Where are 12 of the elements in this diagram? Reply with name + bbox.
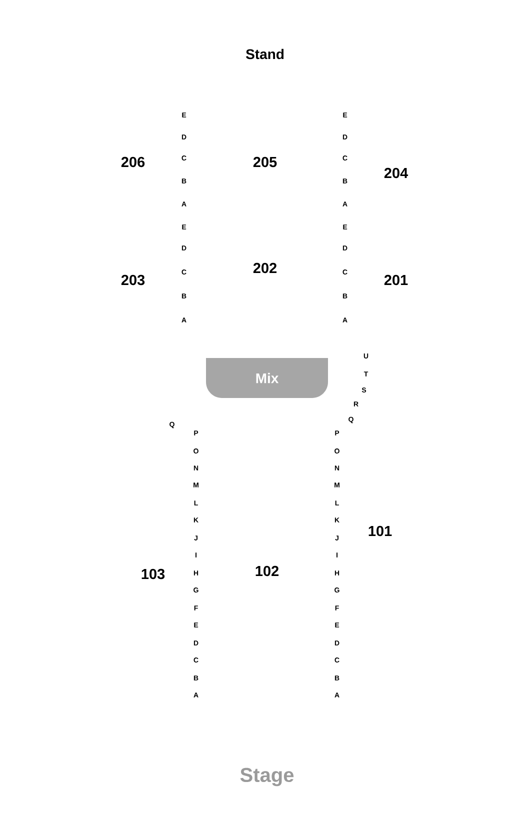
- section-number: 102: [256, 566, 278, 576]
- section-number: 205: [253, 156, 277, 168]
- section-number: 202: [253, 262, 276, 274]
- mix-area: Mix: [206, 358, 328, 398]
- stand-heading: Stand: [246, 48, 284, 60]
- section-number: 201: [384, 274, 408, 286]
- stage-label: Stage: [240, 768, 294, 786]
- section-number: 103: [142, 568, 165, 580]
- section-number: 203: [121, 274, 145, 286]
- section-number: 101: [368, 526, 392, 536]
- section-number: 204: [384, 168, 408, 178]
- section-number: 206: [121, 156, 145, 168]
